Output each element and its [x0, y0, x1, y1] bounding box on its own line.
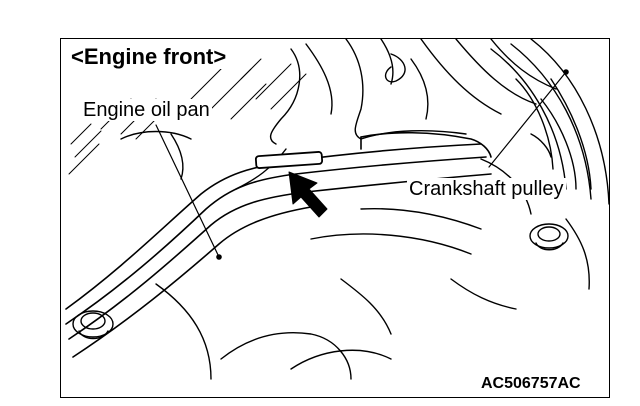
- oil-pan-label: Engine oil pan: [81, 99, 212, 121]
- engine-diagram: <Engine front> Engine oil pan Crankshaft…: [60, 38, 610, 398]
- oil-pan-leader: [155, 124, 220, 258]
- bolt-right: [529, 223, 569, 251]
- oil-pan-body: [120, 130, 517, 380]
- arrow-icon: [288, 171, 328, 218]
- bolt-left: [72, 310, 114, 340]
- crankshaft-pulley-drawing: [480, 39, 609, 290]
- sealant-area-marker: [254, 151, 324, 169]
- view-label: <Engine front>: [69, 44, 229, 69]
- engine-illustration: [65, 39, 609, 380]
- figure-code: AC506757AC: [479, 375, 583, 393]
- oil-pan-leader-dot: [216, 254, 222, 260]
- pulley-leader: [488, 71, 567, 168]
- leader-lines: [155, 69, 569, 260]
- crankshaft-pulley-label: Crankshaft pulley: [407, 178, 566, 200]
- pulley-leader-dot: [563, 69, 569, 75]
